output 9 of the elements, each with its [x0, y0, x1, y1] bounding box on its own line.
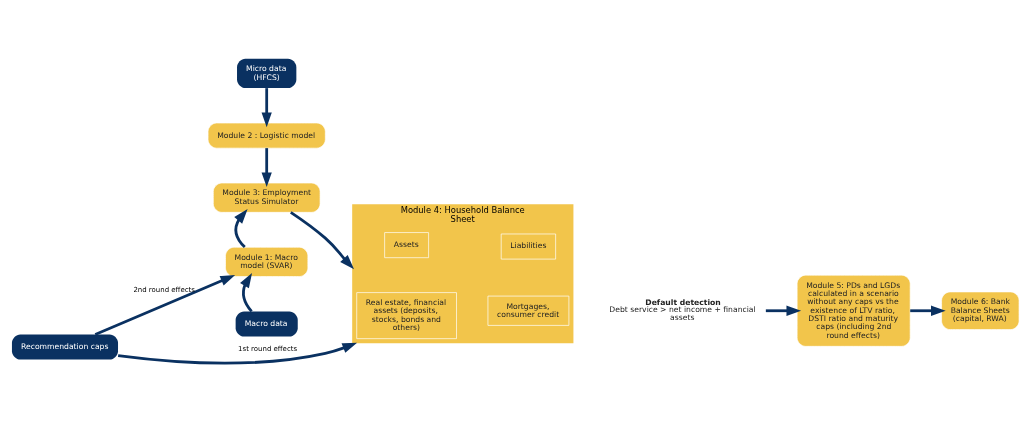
arrow [290, 210, 355, 269]
arrow [765, 305, 802, 316]
arrow [261, 147, 272, 187]
arrow [117, 342, 358, 364]
arrow [240, 272, 253, 312]
arrow [94, 274, 236, 336]
arrow [261, 87, 272, 127]
arrow [234, 208, 248, 248]
arrow [910, 305, 946, 316]
